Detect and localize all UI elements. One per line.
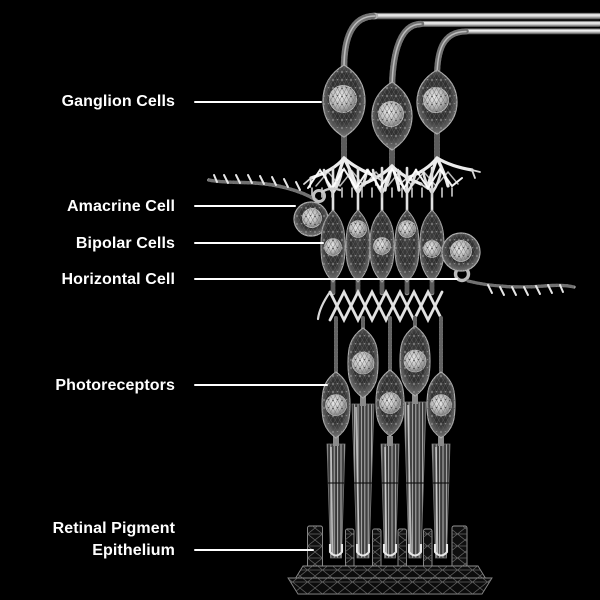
bipolar-cell-body [369, 209, 395, 283]
bipolar-cell-body [320, 209, 346, 283]
bipolar-cell-body [419, 209, 445, 283]
ganglion-cells [322, 64, 458, 151]
ganglion-cell-body [322, 64, 366, 138]
photoreceptor-cell-body [321, 371, 351, 439]
ganglion-cell-body [371, 81, 413, 151]
photoreceptor-cell-body [399, 325, 431, 397]
photoreceptor-outer-segments [326, 401, 451, 559]
horizontal-cell-body [441, 232, 481, 272]
bipolar-cells [320, 209, 445, 283]
bipolar-cell-body [345, 209, 371, 283]
photoreceptor-cells [321, 325, 456, 446]
ganglion-axon-tubes [340, 12, 600, 96]
photoreceptor-cell-body [347, 327, 379, 399]
bipolar-cell-body [394, 209, 420, 283]
retinal-pigment-epithelium-base [287, 525, 493, 595]
photoreceptor-cell-body [426, 371, 456, 439]
amacrine-process-fiber [207, 174, 342, 203]
photoreceptor-cell-body [375, 369, 405, 437]
amacrine-cell-body [293, 201, 329, 237]
ganglion-cell-body [416, 69, 458, 135]
outer-segment-tips [328, 544, 449, 557]
outer-plexiform-layer [316, 277, 444, 377]
horizontal-cell-process-fiber [453, 265, 576, 296]
inner-plexiform-layer [303, 129, 481, 213]
